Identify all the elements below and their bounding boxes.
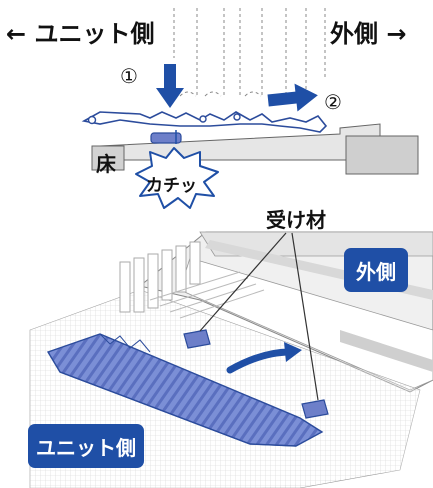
profile-stack [46,333,324,447]
dashed-guides [173,8,326,97]
receiver-block-right [301,399,329,419]
outer-side-badge: 外側 [344,248,408,292]
click-label: カチッ [146,176,197,196]
receiver-pointer-lines [199,232,319,401]
receiver-part-section [150,132,182,144]
outer-side-label: 外側 → [330,20,407,48]
step1-number: ① [120,64,138,88]
floor-section [91,123,419,175]
unit-side-label: ← ユニット側 [6,20,155,48]
step2-arrow [267,83,318,112]
click-burst [135,130,219,209]
step2-number: ② [324,90,342,114]
receiver-block-left [183,329,211,349]
step1-arrow [156,64,184,108]
profile-part [81,111,328,144]
floor-block [91,145,125,171]
floor-label: 床 [96,152,116,176]
slide-arrow [226,342,302,374]
unit-side-badge: ユニット側 [28,424,144,468]
receiver-label: 受け材 [266,208,326,232]
